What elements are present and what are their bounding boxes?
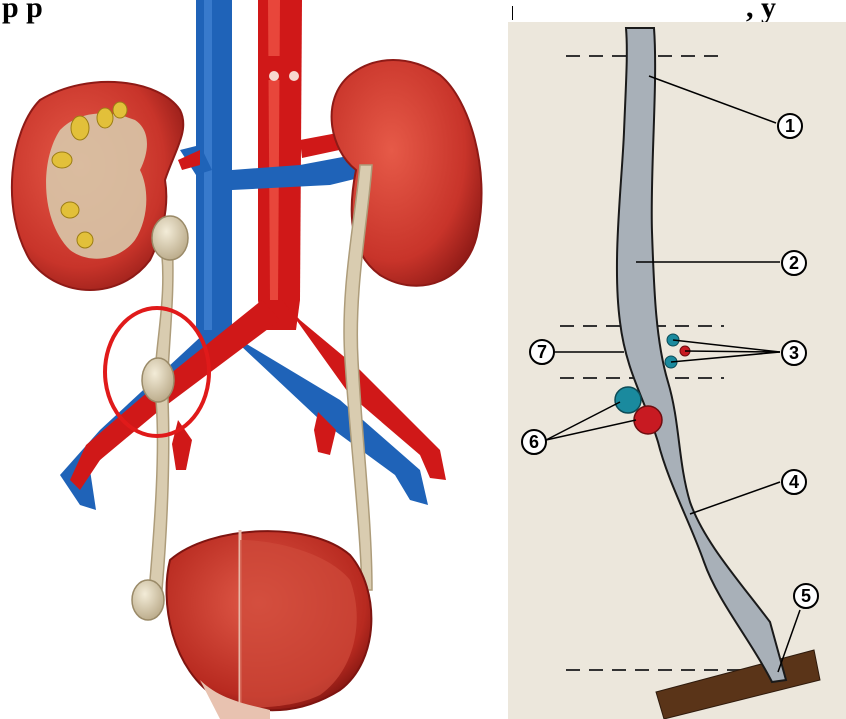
callout-7-label: 7 xyxy=(537,342,547,362)
callout-2: 2 xyxy=(782,251,806,275)
urinary-anatomy-illustration xyxy=(0,0,505,719)
divider-tick xyxy=(512,6,513,20)
callout-5: 5 xyxy=(794,584,818,608)
stone-distal-ureter xyxy=(132,580,164,620)
vessel-6a xyxy=(615,387,641,413)
stone-mid-ureter xyxy=(142,358,174,402)
callout-4-label: 4 xyxy=(789,472,799,492)
callout-3: 3 xyxy=(782,341,806,365)
callout-3-label: 3 xyxy=(789,343,799,363)
callout-7: 7 xyxy=(530,340,554,364)
ureter-schematic: 1 2 3 4 5 6 7 xyxy=(508,22,846,719)
ureter-schematic-panel: 1 2 3 4 5 6 7 xyxy=(508,22,846,719)
callout-1-label: 1 xyxy=(785,116,795,136)
ureter-tube xyxy=(617,28,786,682)
callout-5-label: 5 xyxy=(801,586,811,606)
callout-4: 4 xyxy=(782,470,806,494)
vessel-6b xyxy=(634,406,662,434)
callout-1: 1 xyxy=(778,114,802,138)
callout-2-label: 2 xyxy=(789,253,799,273)
callout-6-label: 6 xyxy=(529,432,539,452)
stone-pelvis xyxy=(152,216,188,260)
callout-6: 6 xyxy=(522,430,546,454)
aorta xyxy=(258,0,302,330)
bladder-wall-muscle xyxy=(656,650,820,719)
